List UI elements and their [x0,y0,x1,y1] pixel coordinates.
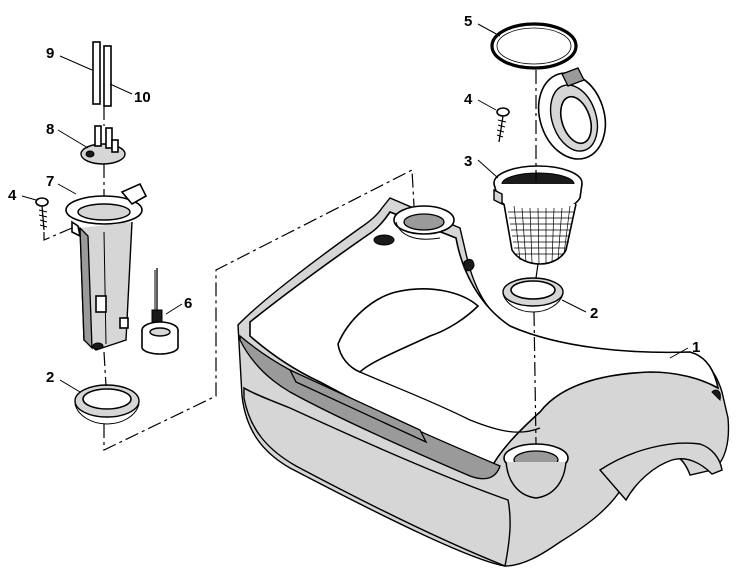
callout-4-right: 4 [464,91,473,108]
strainer-basket-part [493,67,607,265]
screw-left-part [35,197,49,231]
assembly-centerlines [43,70,539,451]
gasket-left-part [74,384,140,425]
fuel-filter-part [141,268,179,355]
leader-lines [21,23,689,393]
callout-3: 3 [464,153,472,170]
callout-6: 6 [184,295,192,312]
fuel-hose-part-9 [92,41,101,105]
callout-4-left: 4 [8,187,17,204]
callout-2-left: 2 [46,369,54,386]
callout-1: 1 [692,339,700,356]
fuel-tank-part [237,197,730,567]
callout-10: 10 [134,89,151,106]
callout-5: 5 [464,13,472,30]
fuel-pickup-part [65,182,148,351]
gasket-right-part [502,277,564,313]
callout-2-right: 2 [590,305,598,322]
fuel-hose-part-10 [103,45,112,107]
o-ring-part [490,22,578,70]
pickup-cap-part [80,125,126,165]
callout-7: 7 [46,173,54,190]
callout-labels: 1 2 2 3 4 4 5 6 7 8 9 10 [8,13,700,386]
screw-right-part [496,107,510,143]
callout-9: 9 [46,45,54,62]
callout-8: 8 [46,121,54,138]
